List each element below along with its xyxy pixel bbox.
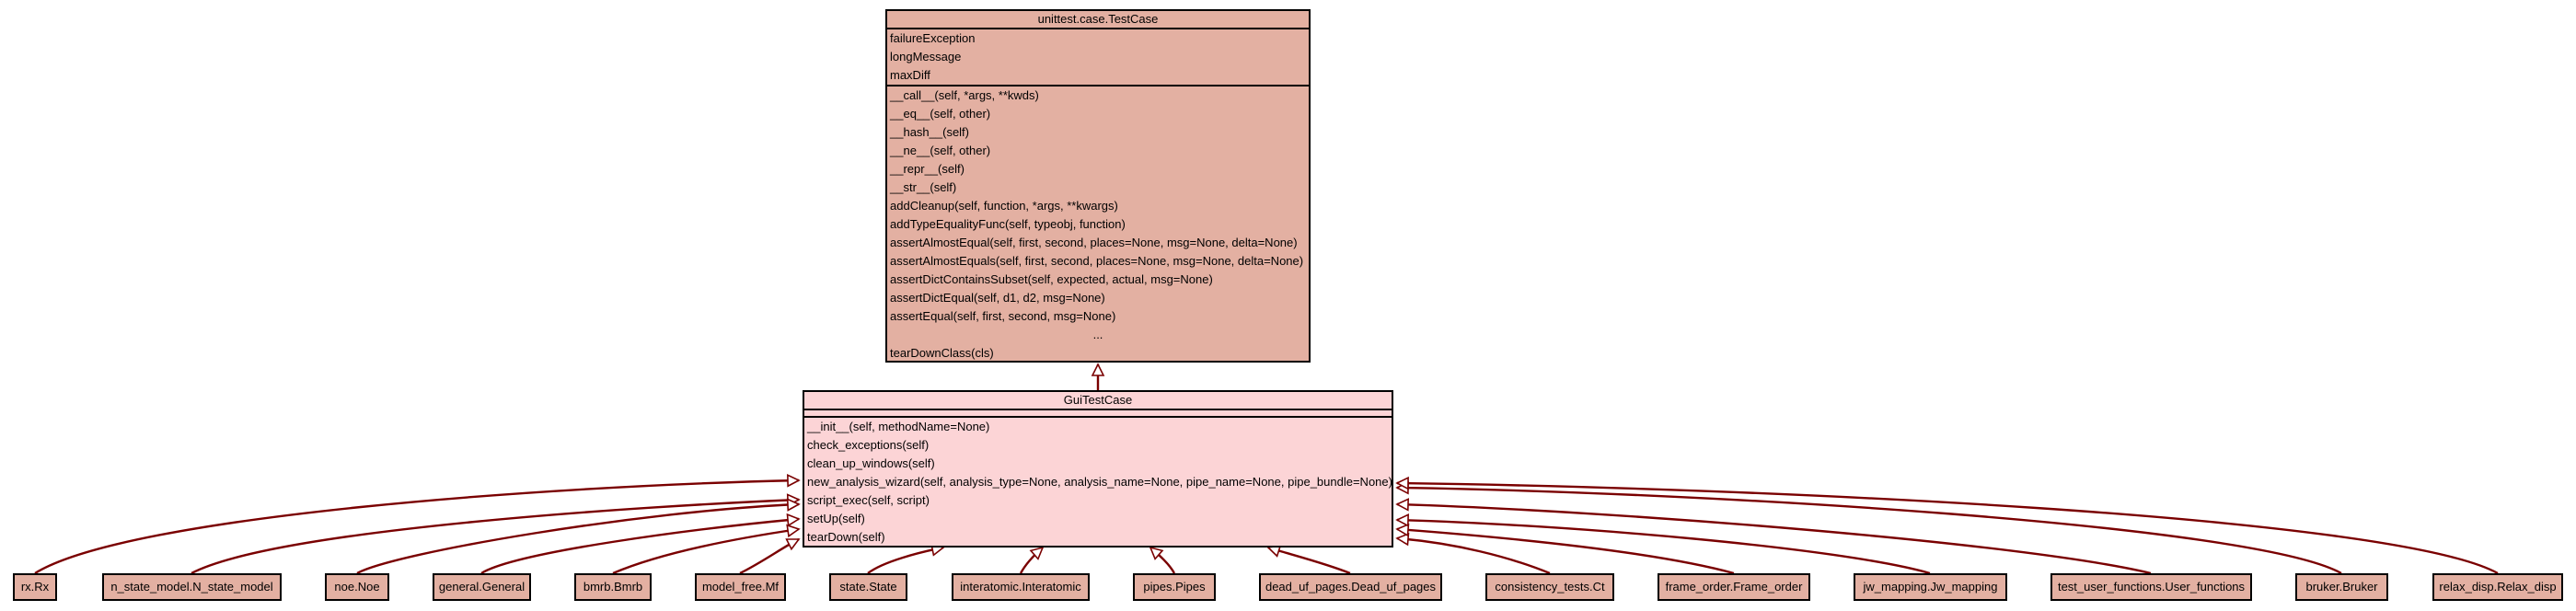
method-ellipsis: ... — [1092, 328, 1103, 341]
inheritance-edge-13 — [1396, 502, 2152, 575]
inheritance-edge-0 — [34, 478, 800, 575]
method: __hash__(self) — [890, 125, 969, 139]
inheritance-arrowhead-2 — [786, 498, 801, 512]
method: clean_up_windows(self) — [807, 456, 935, 470]
method: assertDictEqual(self, d1, d2, msg=None) — [890, 291, 1105, 305]
attribute-list — [804, 410, 1392, 418]
inheritance-edge-12 — [1396, 518, 1931, 575]
inheritance-arrowhead-3 — [786, 513, 801, 527]
attribute-list: failureException longMessage maxDiff — [887, 29, 1309, 86]
method: __init__(self, methodName=None) — [807, 420, 990, 433]
inheritance-edge-9 — [1267, 546, 1351, 575]
method: tearDown(self) — [807, 530, 885, 544]
class-pipes[interactable]: pipes.Pipes — [1133, 573, 1216, 601]
inheritance-arrowhead-5 — [785, 538, 801, 551]
method: assertAlmostEqual(self, first, second, p… — [890, 236, 1298, 249]
method: assertDictContainsSubset(self, expected,… — [890, 272, 1213, 286]
inheritance-arrowhead-8 — [1149, 546, 1164, 560]
method: __eq__(self, other) — [890, 107, 991, 121]
method: __str__(self) — [890, 180, 957, 194]
class-rx[interactable]: rx.Rx — [13, 573, 57, 601]
inheritance-arrowhead-10 — [1395, 532, 1410, 547]
inheritance-edge-3 — [480, 517, 800, 575]
inheritance-arrowhead-11 — [1395, 523, 1410, 537]
method: __ne__(self, other) — [890, 144, 991, 157]
class-n-state-model[interactable]: n_state_model.N_state_model — [102, 573, 282, 601]
inheritance-arrowhead-13 — [1395, 498, 1410, 512]
method-list: __call__(self, *args, **kwds) __eq__(sel… — [887, 86, 1309, 363]
inheritance-arrowhead-7 — [1029, 546, 1045, 560]
inheritance-arrowhead-0 — [787, 473, 801, 488]
inheritance-arrowhead-4 — [786, 524, 801, 538]
inheritance-edge-2 — [356, 502, 800, 575]
inheritance-arrowhead-15 — [1395, 476, 1409, 490]
class-frame-order[interactable]: frame_order.Frame_order — [1658, 573, 1810, 601]
class-title: unittest.case.TestCase — [887, 11, 1309, 29]
method: new_analysis_wizard(self, analysis_type=… — [807, 475, 1392, 489]
method: __call__(self, *args, **kwds) — [890, 88, 1039, 102]
class-relax-disp[interactable]: relax_disp.Relax_disp — [2432, 573, 2563, 601]
inheritance-edge-14 — [1396, 486, 2342, 575]
method: script_exec(self, script) — [807, 493, 930, 507]
inheritance-edge-4 — [612, 527, 800, 575]
attribute: maxDiff — [890, 68, 930, 82]
class-bruker[interactable]: bruker.Bruker — [2295, 573, 2388, 601]
inheritance-arrowhead-12 — [1395, 513, 1409, 527]
method: addCleanup(self, function, *args, **kwar… — [890, 199, 1118, 213]
class-interatomic[interactable]: interatomic.Interatomic — [952, 573, 1090, 601]
class-general[interactable]: general.General — [433, 573, 531, 601]
method: check_exceptions(self) — [807, 438, 930, 452]
method: tearDownClass(cls) — [890, 346, 994, 360]
class-consistency-tests[interactable]: consistency_tests.Ct — [1485, 573, 1614, 601]
class-model-free[interactable]: model_free.Mf — [695, 573, 786, 601]
method: setUp(self) — [807, 512, 865, 525]
class-bmrb[interactable]: bmrb.Bmrb — [574, 573, 652, 601]
inheritance-edge-15 — [1396, 481, 2499, 575]
class-state[interactable]: state.State — [829, 573, 907, 601]
inheritance-arrowhead-base — [1091, 363, 1105, 376]
attribute: longMessage — [890, 50, 962, 63]
class-unittest-testcase[interactable]: unittest.case.TestCase failureException … — [885, 9, 1311, 363]
class-guitestcase[interactable]: GuiTestCase __init__(self, methodName=No… — [803, 390, 1393, 548]
method: __repr__(self) — [890, 162, 965, 176]
inheritance-edge-10 — [1396, 536, 1551, 575]
class-jw-mapping[interactable]: jw_mapping.Jw_mapping — [1854, 573, 2007, 601]
inheritance-edge-6 — [867, 546, 944, 574]
class-title: GuiTestCase — [804, 392, 1392, 410]
class-user-functions[interactable]: test_user_functions.User_functions — [2050, 573, 2252, 601]
class-noe[interactable]: noe.Noe — [325, 573, 389, 601]
method-list: __init__(self, methodName=None) check_ex… — [804, 418, 1392, 547]
method: addTypeEqualityFunc(self, typeobj, funct… — [890, 217, 1126, 231]
method: assertAlmostEquals(self, first, second, … — [890, 254, 1304, 268]
inheritance-edge-1 — [191, 498, 800, 575]
method: assertEqual(self, first, second, msg=Non… — [890, 309, 1116, 323]
attribute: failureException — [890, 31, 976, 45]
inheritance-edge-11 — [1396, 527, 1735, 575]
class-dead-uf-pages[interactable]: dead_uf_pages.Dead_uf_pages — [1259, 573, 1442, 601]
